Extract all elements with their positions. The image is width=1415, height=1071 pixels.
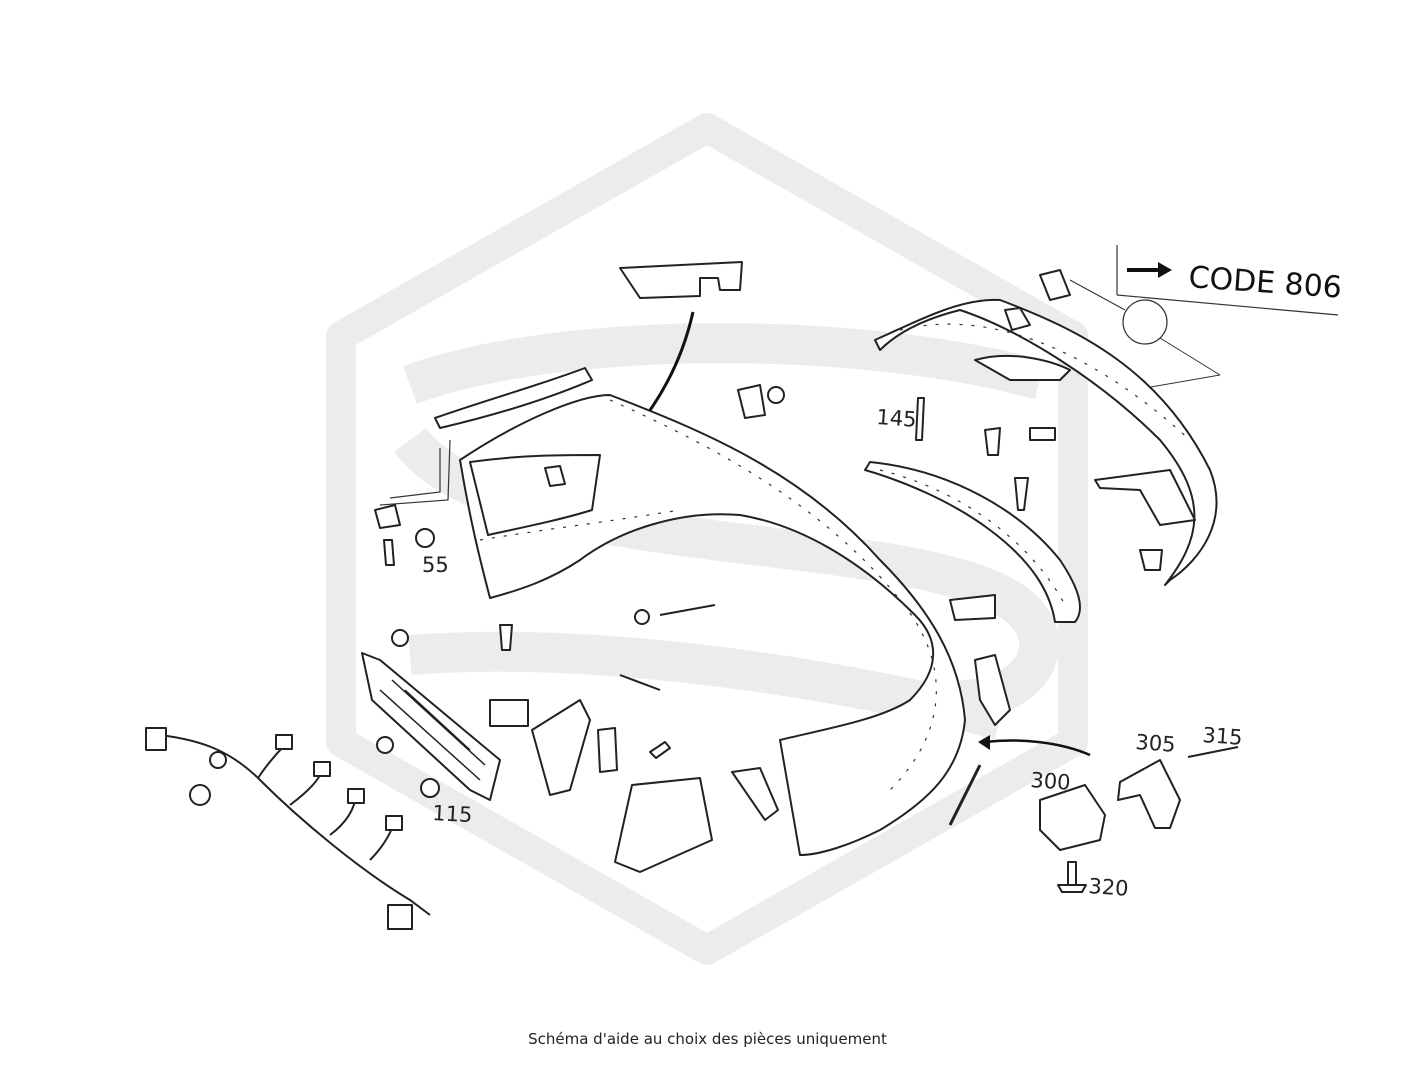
trim-strip bbox=[864, 461, 1081, 623]
diagram-caption: Schéma d'aide au choix des pièces unique… bbox=[528, 1030, 887, 1048]
upper-bumper-cover bbox=[874, 269, 1218, 586]
right-parts bbox=[915, 397, 1239, 893]
code-806-label: CODE 806 bbox=[1187, 260, 1342, 306]
center-parts bbox=[489, 384, 785, 873]
detail-circle bbox=[1122, 299, 1168, 345]
callout-labels: 55 115 145 300 305 315 320 bbox=[422, 405, 1243, 901]
callout-300: 300 bbox=[1030, 768, 1072, 795]
side-bracket bbox=[379, 367, 593, 506]
wiring-harness bbox=[145, 727, 431, 930]
callout-320: 320 bbox=[1088, 874, 1130, 901]
callout-315: 315 bbox=[1202, 723, 1244, 750]
callout-305: 305 bbox=[1135, 730, 1177, 757]
main-bumper bbox=[459, 394, 966, 856]
callout-55: 55 bbox=[422, 553, 449, 577]
callout-145: 145 bbox=[876, 405, 918, 432]
cover-cap bbox=[1039, 269, 1071, 301]
arrow-right-icon bbox=[1127, 262, 1172, 278]
left-fasteners bbox=[374, 504, 513, 651]
callout-115: 115 bbox=[432, 801, 473, 827]
reinforcement-bar bbox=[361, 652, 501, 801]
